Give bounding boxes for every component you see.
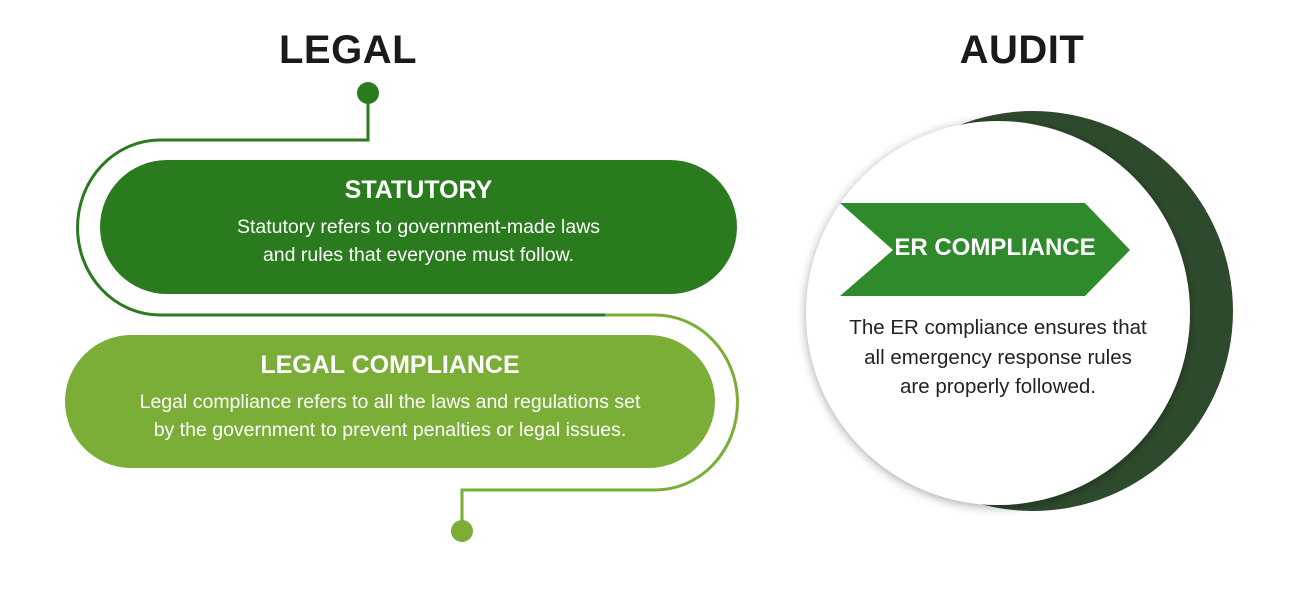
- statutory-card: STATUTORY Statutory refers to government…: [100, 160, 737, 294]
- legal-compliance-text-line2: by the government to prevent penalties o…: [153, 419, 627, 441]
- er-text-line3: are properly followed.: [900, 375, 1096, 398]
- start-dot: [357, 82, 379, 104]
- statutory-heading: STATUTORY: [344, 176, 493, 204]
- er-text-line1: The ER compliance ensures that: [849, 316, 1147, 339]
- statutory-text-line2: and rules that everyone must follow.: [262, 244, 575, 266]
- statutory-text-line1: Statutory refers to government-made laws: [236, 216, 601, 238]
- legal-title: LEGAL: [278, 28, 418, 72]
- connector-dark: [76, 93, 605, 317]
- legal-compliance-heading: LEGAL COMPLIANCE: [260, 351, 520, 379]
- er-compliance-heading: ER COMPLIANCE: [894, 234, 1096, 261]
- audit-title: AUDIT: [959, 28, 1085, 72]
- legal-compliance-card: LEGAL COMPLIANCE Legal compliance refers…: [65, 335, 715, 468]
- er-text-line2: all emergency response rules: [864, 345, 1132, 369]
- connector-light: [460, 313, 739, 530]
- er-compliance-text: The ER compliance ensures that all emerg…: [818, 313, 1178, 402]
- legal-compliance-text-line1: Legal compliance refers to all the laws …: [139, 391, 641, 413]
- er-banner: [840, 203, 1130, 296]
- end-dot: [451, 520, 473, 542]
